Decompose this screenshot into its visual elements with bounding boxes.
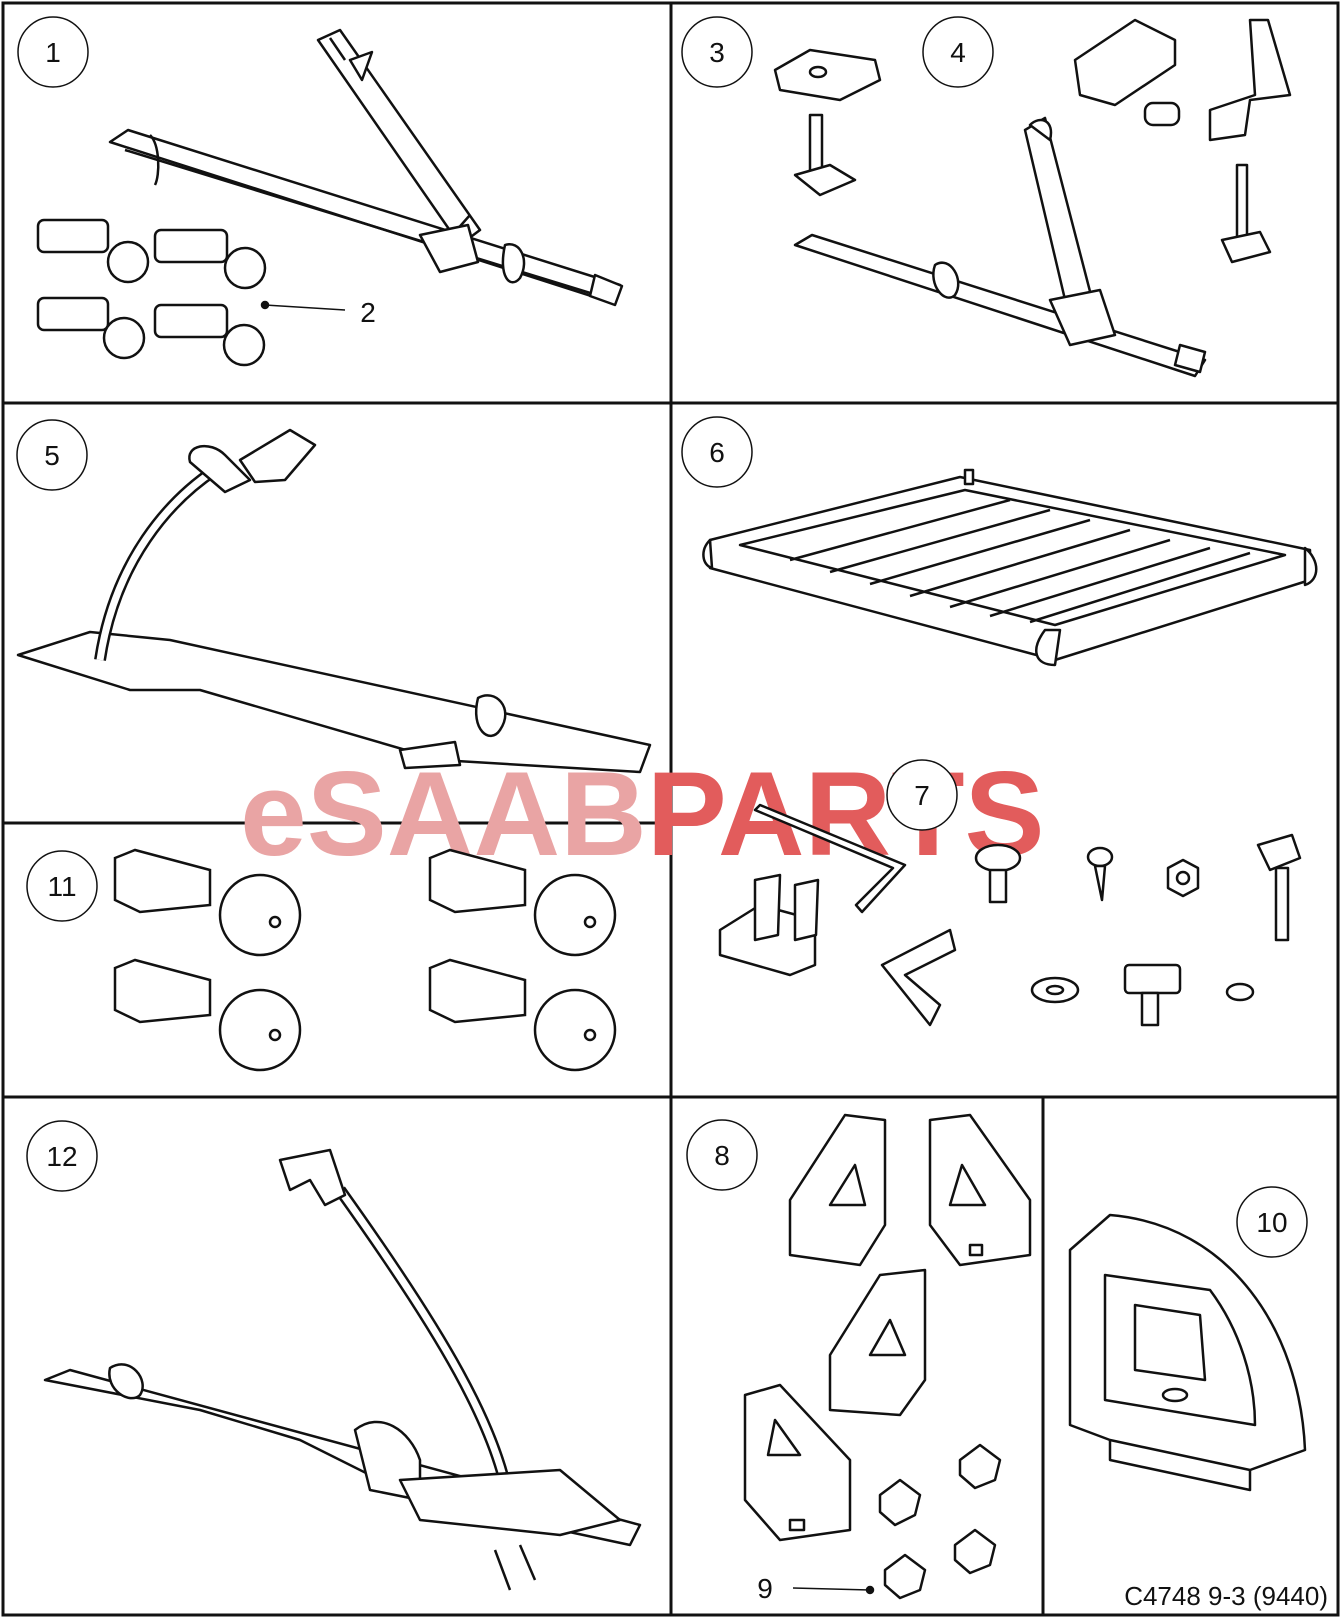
lock-cylinder	[36, 296, 146, 360]
bracket	[788, 1113, 887, 1267]
lock-cylinder	[153, 228, 267, 290]
callout-2-dot	[260, 300, 270, 310]
callout-9-leader	[792, 1587, 871, 1591]
bracket	[828, 1268, 927, 1417]
panel-10-frame	[1041, 1095, 1340, 1617]
lock-cylinder	[113, 848, 302, 957]
angle-bracket	[880, 928, 957, 1027]
star-knob	[883, 1553, 927, 1600]
callout-11-label: 11	[47, 871, 76, 902]
square-head-bolt	[1123, 963, 1182, 995]
callout-10-circle	[1236, 1186, 1308, 1258]
hardware-kit-7	[718, 803, 1302, 1027]
tbolt-kit-3	[773, 48, 882, 197]
callout-5-circle	[16, 419, 88, 491]
knobs-9	[792, 1443, 1002, 1600]
callouts	[16, 16, 1308, 1258]
lock-cylinder	[428, 848, 617, 957]
callout-8-circle	[686, 1119, 758, 1191]
callout-9-label: 9	[757, 1573, 773, 1604]
lock-cylinders-11	[113, 848, 617, 1072]
bike-carrier-1	[108, 28, 624, 307]
bike-carrier-12	[43, 1148, 642, 1591]
callout-5-label: 5	[44, 440, 60, 471]
allen-key	[753, 803, 907, 914]
callout-4-circle	[922, 16, 994, 88]
lock-cylinder	[428, 958, 617, 1072]
callout-4-label: 4	[950, 37, 966, 68]
bracket	[928, 1113, 1032, 1267]
callout-7-label: 7	[914, 780, 930, 811]
callout-10-label: 10	[1256, 1207, 1287, 1238]
star-knob	[958, 1443, 1002, 1490]
callout-2-label: 2	[360, 297, 376, 328]
lock-cylinder	[153, 303, 266, 367]
callout-1-circle	[17, 16, 89, 88]
end-cap-10	[1068, 1213, 1307, 1492]
screw	[1086, 846, 1114, 868]
reference-code: C4748 9-3 (9440)	[1124, 1581, 1328, 1611]
knob-bolt	[1256, 833, 1302, 872]
callout-12-circle	[26, 1120, 98, 1192]
star-knob	[953, 1528, 997, 1575]
callout-12-label: 12	[46, 1141, 77, 1172]
callout-2-leader	[264, 304, 346, 311]
lock-cylinder	[113, 958, 302, 1072]
callout-6-label: 6	[709, 437, 725, 468]
bike-carrier-4	[793, 116, 1207, 378]
round-head-bolt	[974, 843, 1022, 873]
lock-cylinders-2	[36, 218, 346, 367]
lock-cylinder	[36, 218, 150, 284]
callout-1-label: 1	[45, 37, 61, 68]
callout-7-circle	[886, 759, 958, 831]
brackets-8	[743, 1113, 1032, 1542]
lock-washer	[1225, 982, 1255, 1002]
star-knob	[878, 1478, 922, 1527]
callout-11-circle	[26, 850, 98, 922]
callout-8-label: 8	[714, 1140, 730, 1171]
callout-3-label: 3	[709, 37, 725, 68]
roof-basket-6	[702, 468, 1318, 667]
adapter-parts-4	[1073, 18, 1292, 264]
callout-3-circle	[681, 16, 753, 88]
bike-carrier-5	[16, 428, 652, 774]
callout-6-circle	[681, 416, 753, 488]
callout-labels: 1 2 3 4 5 6 7 8 9 10 11 12	[44, 37, 1287, 1604]
bracket	[743, 1383, 852, 1542]
